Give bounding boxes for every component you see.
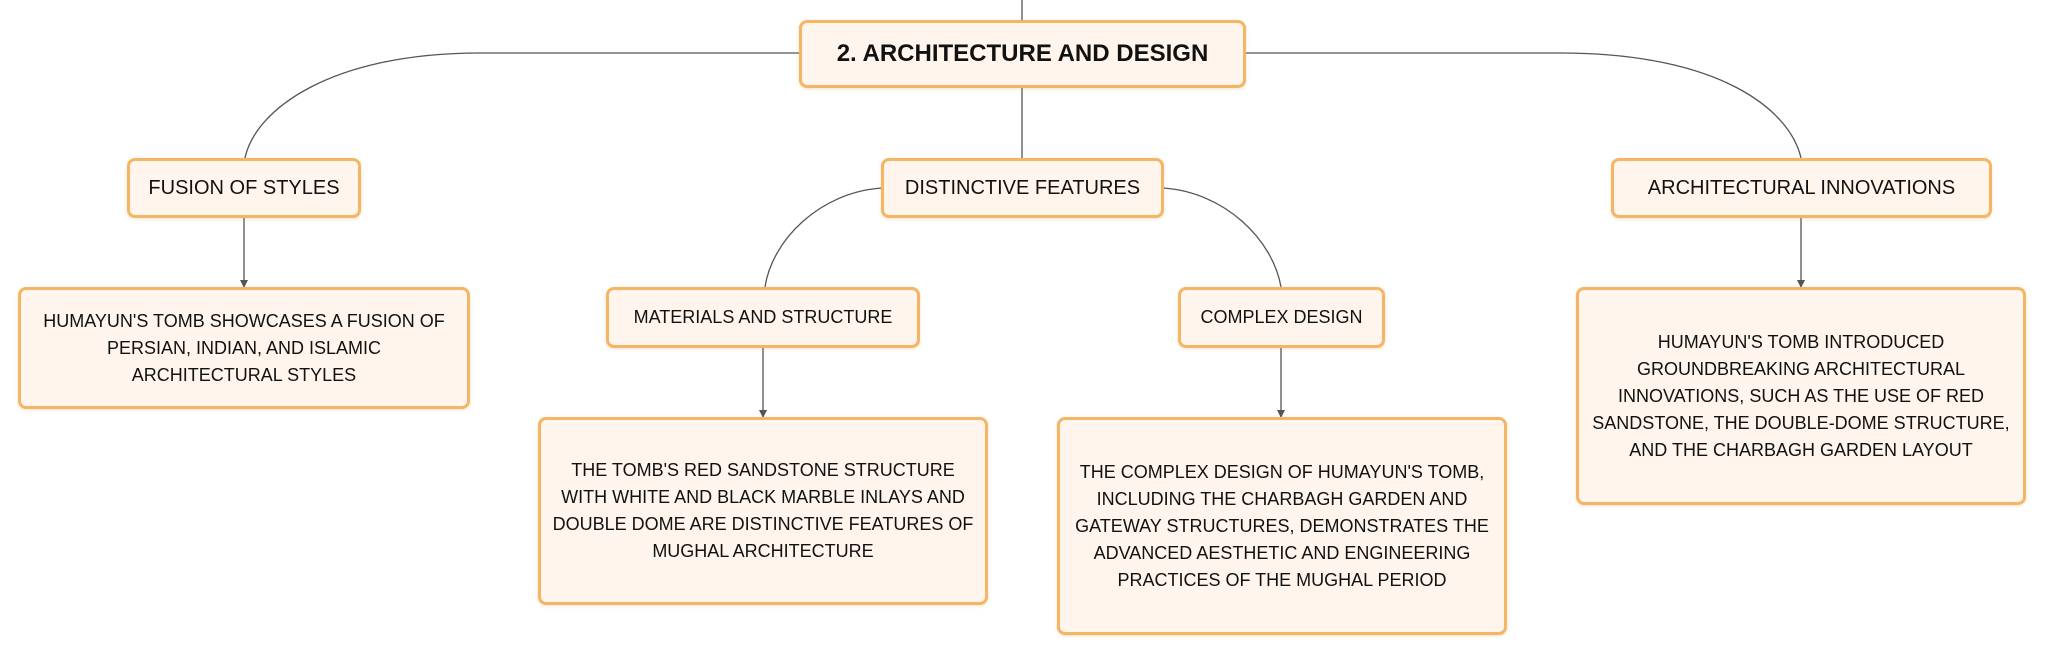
topic-node-distinctive-features[interactable]: DISTINCTIVE FEATURES	[881, 158, 1164, 218]
subtopic-node-materials-and-structure[interactable]: MATERIALS AND STRUCTURE	[606, 287, 920, 348]
description-text: THE TOMB'S RED SANDSTONE STRUCTURE WITH …	[552, 460, 974, 561]
description-node-fusion-of-styles[interactable]: HUMAYUN'S TOMB SHOWCASES A FUSION OF PER…	[18, 287, 470, 409]
topic-node-fusion-of-styles[interactable]: FUSION OF STYLES	[127, 158, 361, 218]
description-text: HUMAYUN'S TOMB INTRODUCED GROUNDBREAKING…	[1592, 331, 2010, 460]
description-text: HUMAYUN'S TOMB SHOWCASES A FUSION OF PER…	[43, 310, 445, 385]
topic-node-architectural-innovations[interactable]: ARCHITECTURAL INNOVATIONS	[1611, 158, 1992, 218]
description-node-complex-design[interactable]: THE COMPLEX DESIGN OF HUMAYUN'S TOMB, IN…	[1057, 417, 1507, 635]
connector-root-fusion	[244, 52, 800, 159]
connector-features-materials	[764, 187, 883, 288]
description-text: THE COMPLEX DESIGN OF HUMAYUN'S TOMB, IN…	[1075, 461, 1489, 590]
arrowheads	[240, 280, 1805, 418]
root-node-label: 2. ARCHITECTURE AND DESIGN	[836, 40, 1209, 67]
subtopic-label: MATERIALS AND STRUCTURE	[633, 307, 893, 327]
connector-root-innovations	[1245, 52, 1802, 159]
description-node-architectural-innovations[interactable]: HUMAYUN'S TOMB INTRODUCED GROUNDBREAKING…	[1576, 287, 2026, 505]
subtopic-node-complex-design[interactable]: COMPLEX DESIGN	[1178, 287, 1385, 348]
topic-label: DISTINCTIVE FEATURES	[904, 176, 1141, 199]
connector-features-complex	[1162, 187, 1282, 288]
topic-label: ARCHITECTURAL INNOVATIONS	[1647, 176, 1956, 199]
subtopic-label: COMPLEX DESIGN	[1200, 307, 1363, 327]
root-node-architecture-and-design[interactable]: 2. ARCHITECTURE AND DESIGN	[799, 20, 1246, 88]
description-node-materials-and-structure[interactable]: THE TOMB'S RED SANDSTONE STRUCTURE WITH …	[538, 417, 988, 605]
topic-label: FUSION OF STYLES	[148, 176, 340, 199]
